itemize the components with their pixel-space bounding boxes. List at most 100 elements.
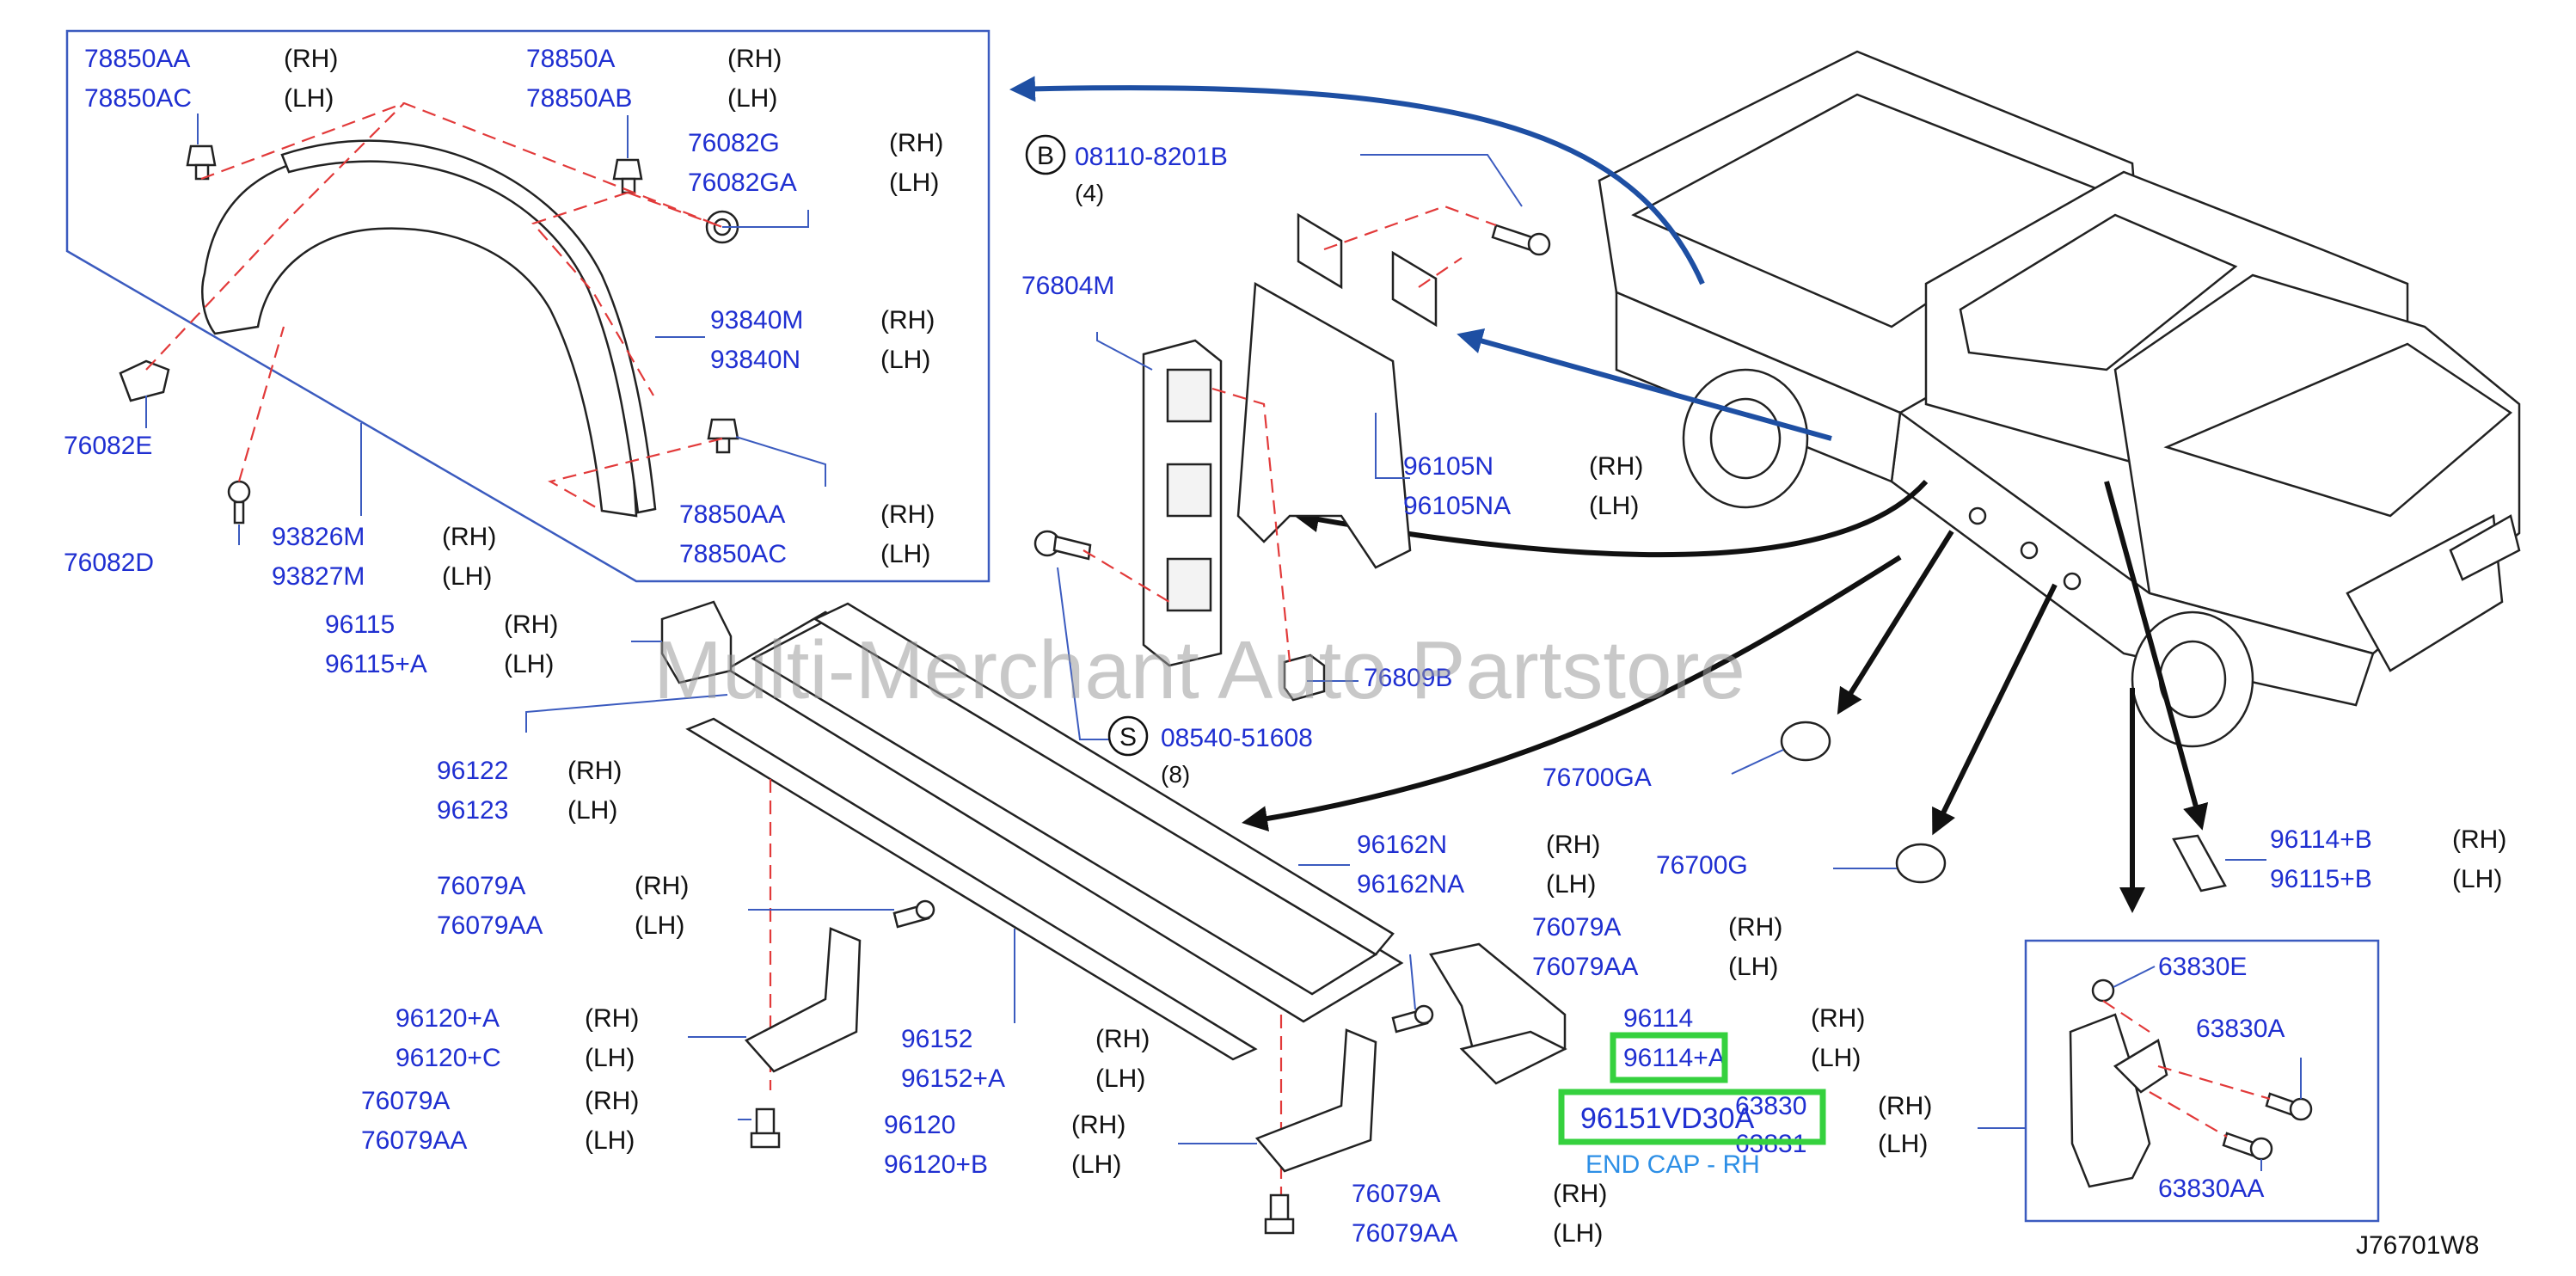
pn-96105N[interactable]: 96105N <box>1403 452 1493 481</box>
plug-76700GA[interactable] <box>1780 721 1831 762</box>
pn-78850AA-bot[interactable]: 78850AA <box>679 500 785 529</box>
screw-63830A[interactable] <box>2265 1092 2313 1121</box>
end-cap-96115[interactable] <box>660 600 733 684</box>
fender-moulding[interactable] <box>280 139 657 514</box>
pn-63830[interactable]: 63830 <box>1735 1092 1806 1120</box>
side-93840N: (LH) <box>880 346 930 374</box>
side-76079A-1: (RH) <box>635 872 689 900</box>
watermark-text: Multi-Merchant Auto Partstore <box>653 624 1745 716</box>
bolt-76079A-3[interactable] <box>1391 1004 1434 1034</box>
pn-76079AA-1[interactable]: 76079AA <box>437 911 543 940</box>
pn-76082E[interactable]: 76082E <box>64 432 152 460</box>
pn-76700GA[interactable]: 76700GA <box>1543 764 1652 792</box>
pn-78850AC-top[interactable]: 78850AC <box>84 84 192 113</box>
side-96115A: (LH) <box>504 650 554 678</box>
side-78850AC-bot: (LH) <box>880 540 930 568</box>
pn-96152[interactable]: 96152 <box>901 1025 972 1053</box>
pn-96114[interactable]: 96114 <box>1623 1004 1693 1033</box>
fender-flare[interactable] <box>201 151 638 518</box>
screw-63830AA[interactable] <box>2222 1132 2273 1161</box>
pn-76079A-2[interactable]: 76079A <box>1532 913 1621 942</box>
pn-96122[interactable]: 96122 <box>437 757 508 785</box>
pn-76079AA-4[interactable]: 76079AA <box>1352 1219 1457 1248</box>
pn-96123[interactable]: 96123 <box>437 796 508 825</box>
pn-08540-51608[interactable]: 08540-51608 <box>1161 724 1313 752</box>
pn-93840M[interactable]: 93840M <box>710 306 803 334</box>
bracket-96120[interactable] <box>1254 1028 1377 1173</box>
pn-78850AA-top[interactable]: 78850AA <box>84 45 190 73</box>
clip-76809B[interactable] <box>1283 653 1326 702</box>
mud-flap-63830[interactable] <box>2069 1013 2151 1188</box>
truck-illustration <box>1598 50 2521 748</box>
bolt-76079A-2[interactable] <box>750 1107 781 1149</box>
pn-76079A-4[interactable]: 76079A <box>1352 1180 1440 1208</box>
pn-76079AA-2[interactable]: 76079AA <box>1532 953 1638 981</box>
pn-96115B[interactable]: 96115+B <box>2270 865 2372 893</box>
side-78850AB: (LH) <box>727 84 777 113</box>
pn-63830E[interactable]: 63830E <box>2158 953 2247 981</box>
pn-96120[interactable]: 96120 <box>884 1111 955 1139</box>
clip-78850AA-bot[interactable] <box>707 418 739 454</box>
pn-76079A-1[interactable]: 76079A <box>437 872 525 900</box>
pn-93827M[interactable]: 93827M <box>272 562 365 591</box>
pn-96162N[interactable]: 96162N <box>1357 831 1447 859</box>
pn-96152A[interactable]: 96152+A <box>901 1064 1005 1093</box>
part-labels: 78850AA (RH) 78850AC (LH) 78850A (RH) 78… <box>64 45 2506 1248</box>
pn-78850AC-bot[interactable]: 78850AC <box>679 540 787 568</box>
bolt-76079A-1[interactable] <box>892 899 935 929</box>
side-96105NA: (LH) <box>1589 492 1639 520</box>
pn-76804M[interactable]: 76804M <box>1021 272 1114 300</box>
pn-76079AA-3[interactable]: 76079AA <box>361 1126 467 1155</box>
arrow-running-board <box>1242 555 1902 832</box>
mud-flap-frame <box>2024 939 2380 1223</box>
side-96152A: (LH) <box>1095 1064 1145 1093</box>
pn-63830A[interactable]: 63830A <box>2196 1015 2285 1043</box>
pn-76700G[interactable]: 76700G <box>1656 851 1748 880</box>
pn-93840N[interactable]: 93840N <box>710 346 800 374</box>
pn-96115[interactable]: 96115 <box>325 610 395 639</box>
pn-96120B[interactable]: 96120+B <box>884 1150 988 1179</box>
qty-08110-8201B: (4) <box>1075 180 1104 206</box>
clip-63830E[interactable] <box>2091 978 2115 1003</box>
clip-78850AA-top[interactable] <box>186 144 217 181</box>
pn-08110-8201B[interactable]: 08110-8201B <box>1075 143 1228 171</box>
pn-76082GA[interactable]: 76082GA <box>688 169 797 197</box>
trim-96114B[interactable] <box>2172 834 2227 893</box>
highlight-part-number[interactable]: 96151VD30A <box>1580 1102 1755 1135</box>
arrow-mudguard <box>1457 328 1832 441</box>
pn-78850AB[interactable]: 78850AB <box>526 84 632 113</box>
clip-76082E[interactable] <box>119 359 170 402</box>
side-96152: (RH) <box>1095 1025 1150 1053</box>
clip-78850A[interactable] <box>612 158 643 194</box>
side-96122: (RH) <box>567 757 622 785</box>
pn-76809B[interactable]: 76809B <box>1364 664 1452 692</box>
circle-S-letter: S <box>1119 723 1137 751</box>
side-93827M: (LH) <box>442 562 492 591</box>
arrow-76700G <box>1932 583 2058 836</box>
screw-76082D[interactable] <box>227 480 251 525</box>
pn-96114B[interactable]: 96114+B <box>2270 825 2372 854</box>
screw-08540-51608[interactable] <box>1033 530 1092 561</box>
pn-78850A[interactable]: 78850A <box>526 45 615 73</box>
pn-76082D[interactable]: 76082D <box>64 549 154 577</box>
pn-96115A[interactable]: 96115+A <box>325 650 427 678</box>
step-pad-96152[interactable] <box>685 717 1258 1061</box>
pn-93826M[interactable]: 93826M <box>272 523 365 551</box>
pn-96120C[interactable]: 96120+C <box>396 1044 501 1072</box>
pn-76082G[interactable]: 76082G <box>688 129 780 157</box>
bolt-76079A-4[interactable] <box>1264 1193 1295 1235</box>
pn-63830AA[interactable]: 63830AA <box>2158 1175 2264 1203</box>
pn-96105NA[interactable]: 96105NA <box>1403 492 1511 520</box>
arrow-fender <box>1009 76 1705 285</box>
mud-guard-96105N[interactable] <box>1236 281 1412 569</box>
bracket-96120A[interactable] <box>745 927 862 1073</box>
pn-96120A[interactable]: 96120+A <box>396 1004 500 1033</box>
pn-96162NA[interactable]: 96162NA <box>1357 870 1464 899</box>
pn-96114A[interactable]: 96114+A <box>1623 1044 1726 1072</box>
end-cap-group <box>1429 942 1567 1085</box>
mud-flap-group <box>1978 939 2380 1223</box>
pn-76079A-3[interactable]: 76079A <box>361 1087 450 1115</box>
arrow-96114B <box>2104 481 2209 831</box>
plug-76700G[interactable] <box>1895 843 1947 884</box>
